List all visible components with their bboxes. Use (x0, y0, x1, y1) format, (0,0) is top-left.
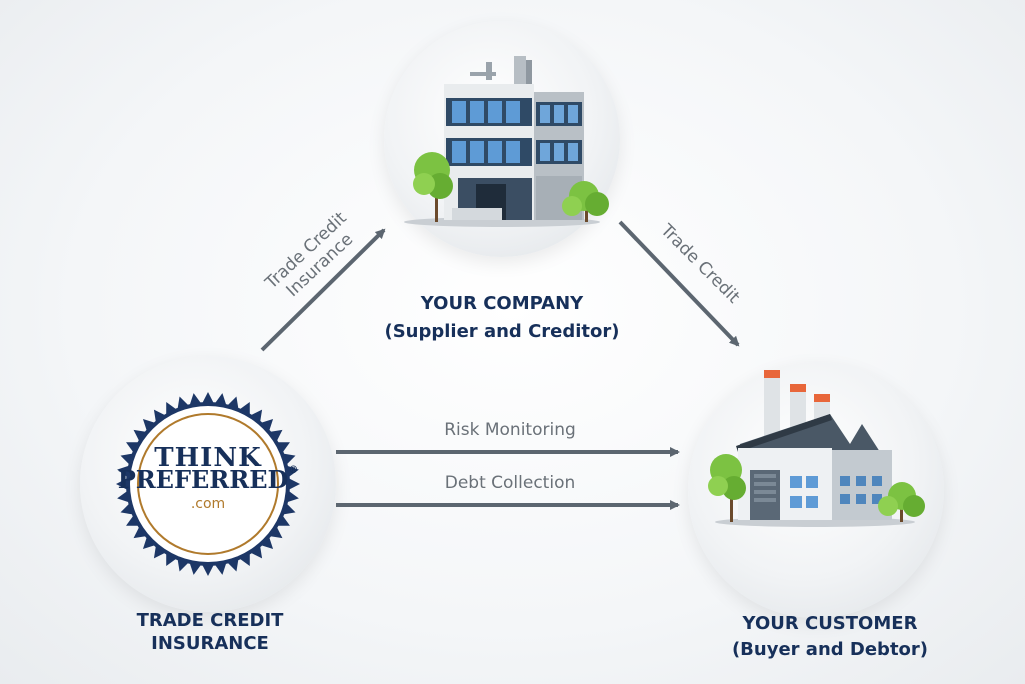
logo-preferred-word: PREFERRED (117, 465, 289, 494)
seal-tooth (287, 477, 300, 491)
company-title: YOUR COMPANY (420, 293, 584, 314)
logo-line-preferred: PREFERRED® (98, 465, 318, 494)
insurer-title-line2: INSURANCE (151, 633, 269, 654)
arrow-label-risk-monitoring: Risk Monitoring (444, 420, 576, 440)
seal-icon (116, 392, 300, 576)
seal-tooth (249, 409, 263, 424)
seal-tooth (249, 544, 263, 559)
seal-tooth (133, 429, 148, 443)
tree-icon (413, 152, 453, 222)
seal-tooth (268, 429, 283, 443)
company-subtitle: (Supplier and Creditor) (384, 321, 620, 342)
seal-tooth (153, 409, 167, 424)
tree-icon (562, 181, 609, 222)
seal-tooth (268, 525, 283, 539)
seal-tooth (142, 418, 157, 433)
arrow-insurer-to-company (260, 228, 386, 352)
seal-tooth (201, 563, 215, 576)
registered-mark: ® (288, 465, 299, 476)
tree-icon (878, 482, 925, 522)
logo-line-com: .com (190, 496, 226, 512)
seal-tooth (142, 535, 157, 550)
office-building-icon (404, 56, 600, 227)
seal-tooth (259, 535, 274, 550)
factory-icon (715, 370, 915, 527)
arrow-company-to-customer (618, 220, 740, 347)
seal-tooth (116, 477, 129, 491)
customer-subtitle: (Buyer and Debtor) (731, 639, 929, 660)
insurer-title: TRADE CREDIT INSURANCE (60, 609, 360, 655)
tree-icon (708, 454, 746, 522)
logo-line-think: THINK (154, 443, 262, 473)
seal-tooth (259, 418, 274, 433)
customer-title: YOUR CUSTOMER (742, 613, 918, 634)
seal-tooth (201, 392, 215, 405)
seal-tooth (153, 544, 167, 559)
seal-tooth (133, 525, 148, 539)
arrow-label-debt-collection: Debt Collection (444, 473, 576, 493)
insurer-title-line1: TRADE CREDIT (136, 610, 284, 631)
